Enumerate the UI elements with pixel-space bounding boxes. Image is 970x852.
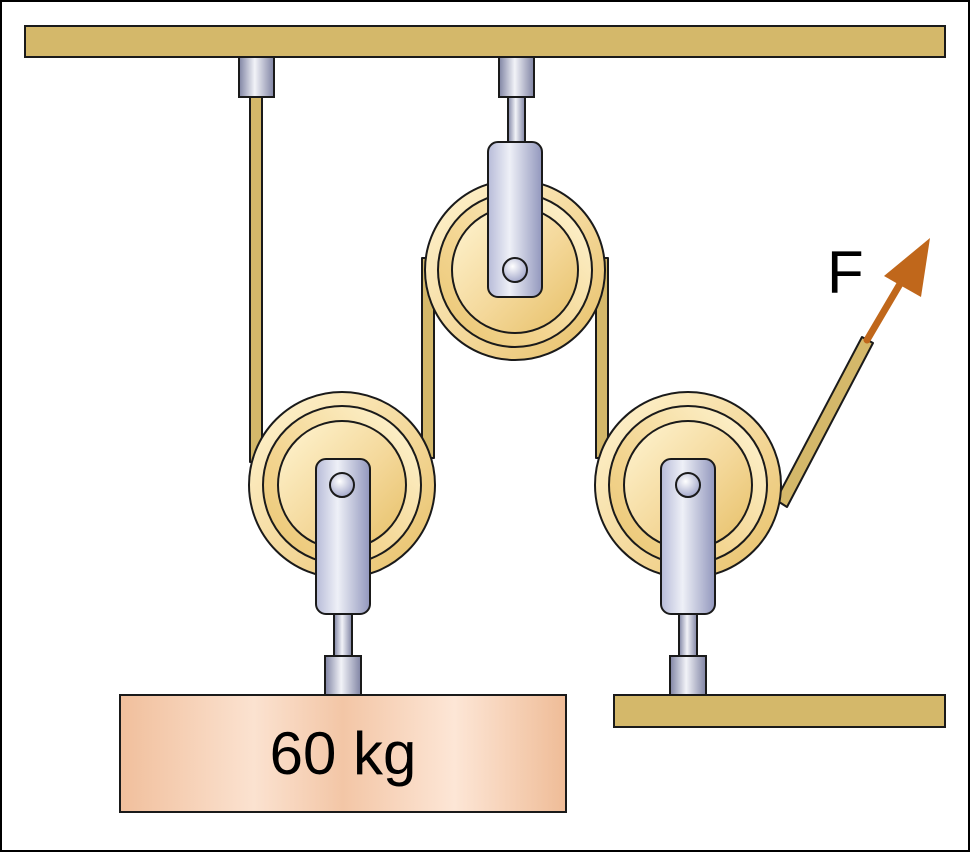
force-arrow [863, 238, 930, 344]
left-pulley [248, 391, 436, 696]
anchor-block-top-pulley [498, 56, 535, 98]
top-pulley [424, 141, 606, 361]
mass-block [119, 694, 567, 813]
pulley-bracket [487, 141, 543, 298]
axle-pin [329, 472, 355, 498]
axle-pin [502, 257, 528, 283]
axle-pin [675, 472, 701, 498]
right-pulley [594, 391, 782, 696]
rope [249, 96, 874, 508]
rod-right-pulley [678, 613, 698, 659]
ceiling-beam [24, 25, 946, 58]
floor-connector [669, 655, 707, 696]
anchor-block-left [238, 56, 275, 98]
mass-connector [324, 655, 362, 696]
floor-plate [613, 694, 946, 728]
rope-pull-segment [775, 336, 874, 508]
rod-top-pulley [507, 96, 526, 144]
mass-label: 60 kg [270, 720, 417, 787]
rod-left-pulley [333, 613, 353, 659]
force-label: F [827, 239, 864, 306]
force-arrow-head [884, 238, 930, 297]
rope-anchor-segment [249, 96, 263, 463]
